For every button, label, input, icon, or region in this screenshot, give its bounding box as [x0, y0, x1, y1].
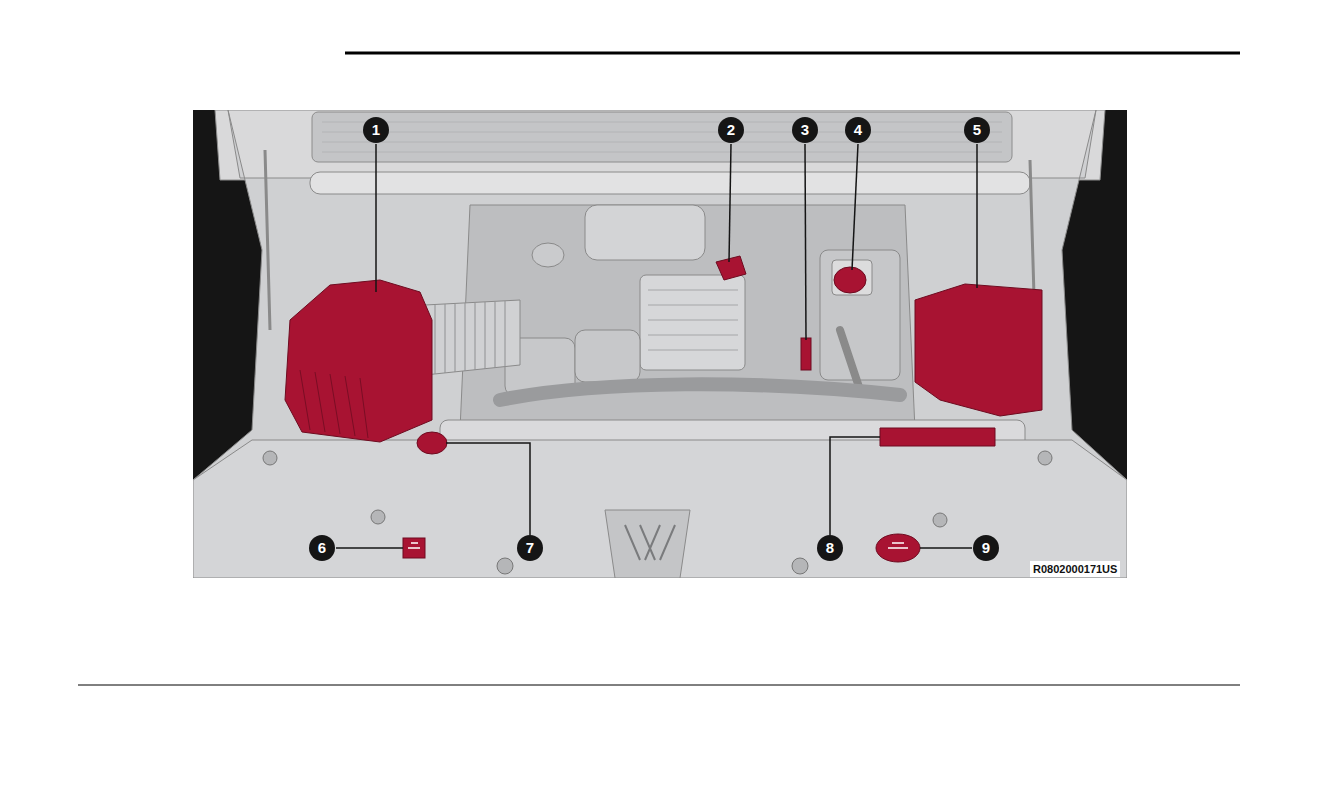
- engine-compartment: [193, 110, 1127, 578]
- page-rule: [78, 685, 1240, 686]
- engine-compartment: [575, 330, 640, 382]
- highlighted-part: [915, 284, 1042, 416]
- highlighted-part: [403, 538, 425, 558]
- leader-line: [336, 547, 403, 549]
- engine-compartment: [312, 112, 1012, 162]
- callout-number: 5: [964, 117, 990, 143]
- engine-compartment: [193, 110, 1127, 578]
- bolt: [792, 558, 808, 574]
- bolt: [263, 451, 277, 465]
- highlighted-part: [417, 432, 447, 454]
- leader-line: [375, 144, 377, 292]
- figure-code: R0802000171US: [1030, 561, 1120, 577]
- intake-tube: [435, 301, 505, 374]
- callout-number: 3: [792, 117, 818, 143]
- callout-number: 9: [973, 535, 999, 561]
- callout-number: 7: [517, 535, 543, 561]
- bolt: [933, 513, 947, 527]
- leader-line: [805, 144, 806, 340]
- bolt: [263, 451, 1052, 574]
- highlighted-part: [285, 280, 432, 442]
- engine-compartment: [193, 110, 1127, 578]
- leader-line: [336, 144, 977, 548]
- engine-compartment: [500, 384, 900, 400]
- leader-line: [852, 144, 858, 270]
- engine-compartment: [460, 205, 915, 430]
- engine-compartment: [840, 330, 860, 390]
- leader-line: [920, 547, 972, 549]
- engine-compartment: [310, 172, 1030, 194]
- highlighted-part: [285, 256, 1042, 562]
- leader-line: [830, 437, 880, 535]
- leader-line: [729, 144, 731, 262]
- bolt: [1038, 451, 1052, 465]
- page-rule: [345, 52, 1240, 55]
- bolt: [371, 510, 385, 524]
- highlighted-part: [300, 370, 368, 438]
- engine-compartment: [648, 290, 738, 350]
- engine-compartment: [605, 510, 690, 578]
- engine-compartment: [640, 275, 745, 370]
- highlighted-part: [716, 256, 746, 280]
- leader-line: [446, 443, 530, 535]
- engine-compartment: [820, 250, 900, 380]
- engine-compartment: [532, 243, 564, 267]
- highlighted-part: [801, 338, 811, 370]
- callout-number: 8: [817, 535, 843, 561]
- engine-compartment: [215, 110, 1105, 180]
- callout-number: 4: [845, 117, 871, 143]
- engine-compartment: [193, 440, 1127, 578]
- callout-number: 2: [718, 117, 744, 143]
- highlighted-part: [834, 267, 866, 293]
- engine-compartment: [322, 122, 1002, 152]
- intake-tube: [425, 300, 520, 375]
- bolt: [497, 558, 513, 574]
- engine-compartment: [625, 525, 675, 560]
- engine-compartment: [408, 543, 420, 548]
- page-rule: [78, 53, 1240, 685]
- engine-compartment: [888, 543, 908, 548]
- intake-tube: [425, 300, 520, 375]
- highlighted-part: [880, 428, 995, 446]
- leader-line: [976, 144, 978, 288]
- engine-compartment: [585, 205, 705, 260]
- callout-number: 1: [363, 117, 389, 143]
- highlighted-part: [876, 534, 920, 562]
- callout-number: 6: [309, 535, 335, 561]
